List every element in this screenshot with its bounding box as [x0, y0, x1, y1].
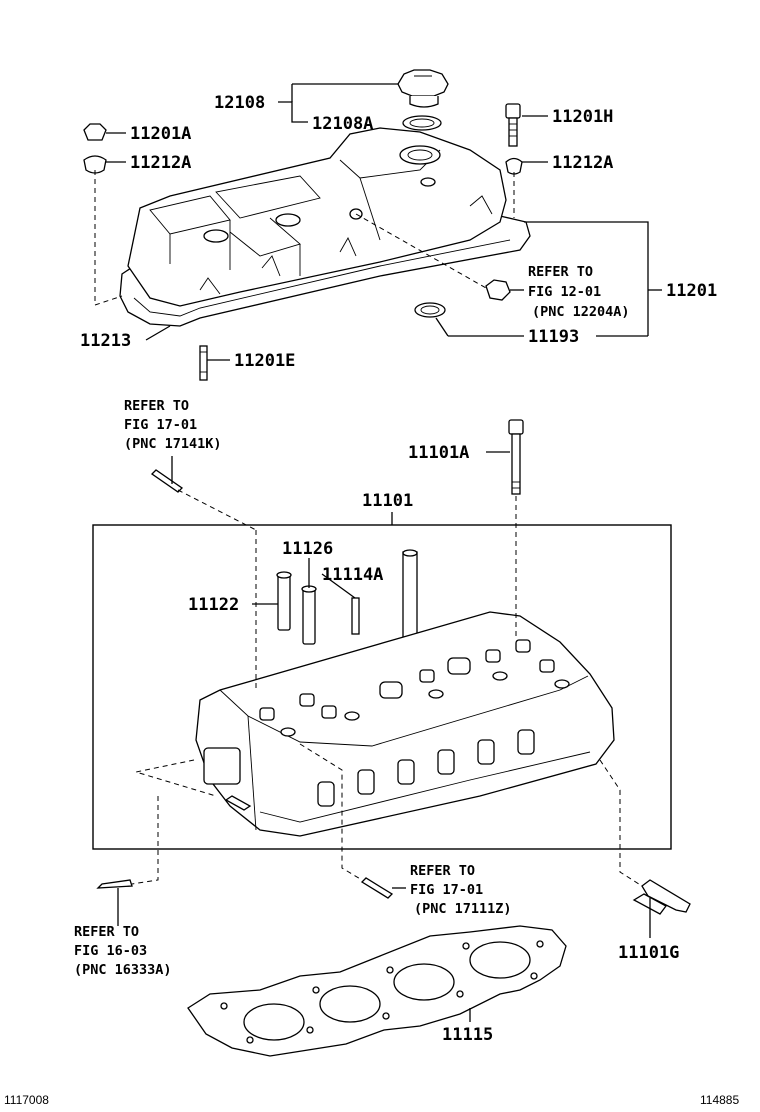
- svg-text:(PNC 17111Z): (PNC 17111Z): [414, 901, 512, 917]
- seal-washer-11212A-left[interactable]: [83, 155, 107, 174]
- alignment-dashes: [94, 170, 643, 887]
- label-11122: 11122: [188, 595, 239, 615]
- label-11212A-right: 11212A: [552, 153, 613, 173]
- label-11201E: 11201E: [234, 351, 295, 371]
- label-11101G: 11101G: [618, 943, 679, 963]
- svg-text:FIG 17-01: FIG 17-01: [124, 417, 197, 433]
- svg-text:FIG 16-03: FIG 16-03: [74, 943, 147, 959]
- pin-11114A[interactable]: [351, 597, 360, 635]
- valve-guide-11126[interactable]: [301, 585, 317, 645]
- svg-text:(PNC 12204A): (PNC 12204A): [532, 304, 630, 320]
- cylinder-head[interactable]: [195, 611, 615, 837]
- label-11201A: 11201A: [130, 124, 191, 144]
- label-11213: 11213: [80, 331, 131, 351]
- cylinder-head-cover[interactable]: [119, 127, 531, 327]
- reference-fig-12-01: REFER TO FIG 12-01 (PNC 12204A): [528, 264, 630, 320]
- oil-filler-cap-gasket[interactable]: [402, 115, 442, 131]
- diagram-code-right: 114885: [700, 1093, 739, 1107]
- seal-washer-11212A-right[interactable]: [505, 157, 523, 175]
- svg-text:FIG 12-01: FIG 12-01: [528, 284, 601, 300]
- part-number-labels: 12108 12108A 11201H 11201A 11212A 11212A…: [80, 93, 717, 1045]
- cam-bearing-bosses: [259, 639, 570, 737]
- reference-fig-16-03: REFER TO FIG 16-03 (PNC 16333A): [74, 924, 172, 978]
- label-11193: 11193: [528, 327, 579, 347]
- oil-filler-cap[interactable]: [397, 69, 449, 108]
- label-11101: 11101: [362, 491, 413, 511]
- cylinder-head-gasket-11115[interactable]: [187, 925, 567, 1057]
- reference-fig-17-01-top: REFER TO FIG 17-01 (PNC 17141K): [124, 398, 222, 452]
- svg-text:(PNC 16333A): (PNC 16333A): [74, 962, 172, 978]
- stud-11201E[interactable]: [199, 345, 208, 381]
- intake-ports: [317, 729, 535, 807]
- svg-text:REFER TO: REFER TO: [74, 924, 139, 940]
- label-11212A-left: 11212A: [130, 153, 191, 173]
- cylinder-head-subassembly-frame: [92, 524, 672, 850]
- diagram-code-left: 1117008: [4, 1093, 49, 1107]
- stud-pnc-17111Z[interactable]: [360, 877, 394, 899]
- label-11201: 11201: [666, 281, 717, 301]
- reference-fig-17-01-mid: REFER TO FIG 17-01 (PNC 17111Z): [410, 863, 512, 917]
- svg-text:REFER TO: REFER TO: [124, 398, 189, 414]
- svg-text:(PNC 17141K): (PNC 17141K): [124, 436, 222, 452]
- stud-pnc-17141K[interactable]: [150, 469, 184, 493]
- valve-guide-11122[interactable]: [276, 571, 292, 631]
- label-11126: 11126: [282, 539, 333, 559]
- svg-text:REFER TO: REFER TO: [410, 863, 475, 879]
- label-11115: 11115: [442, 1025, 493, 1045]
- head-bolt-11101A[interactable]: [508, 419, 524, 495]
- leader-lines: [106, 83, 662, 1022]
- label-11114A: 11114A: [322, 565, 383, 585]
- oil-seal-11193[interactable]: [414, 302, 446, 318]
- bolt-11201H[interactable]: [505, 103, 521, 147]
- straight-pin-sleeve[interactable]: [402, 549, 418, 645]
- label-11201H: 11201H: [552, 107, 613, 127]
- union-11101G[interactable]: [632, 879, 691, 915]
- plug-pnc-12204A[interactable]: [485, 279, 511, 301]
- stud-pnc-16333A[interactable]: [96, 879, 133, 889]
- nut-11201A[interactable]: [83, 123, 107, 141]
- label-11101A: 11101A: [408, 443, 469, 463]
- svg-text:FIG 17-01: FIG 17-01: [410, 882, 483, 898]
- label-12108A: 12108A: [312, 114, 373, 134]
- label-12108: 12108: [214, 93, 265, 113]
- svg-text:REFER TO: REFER TO: [528, 264, 593, 280]
